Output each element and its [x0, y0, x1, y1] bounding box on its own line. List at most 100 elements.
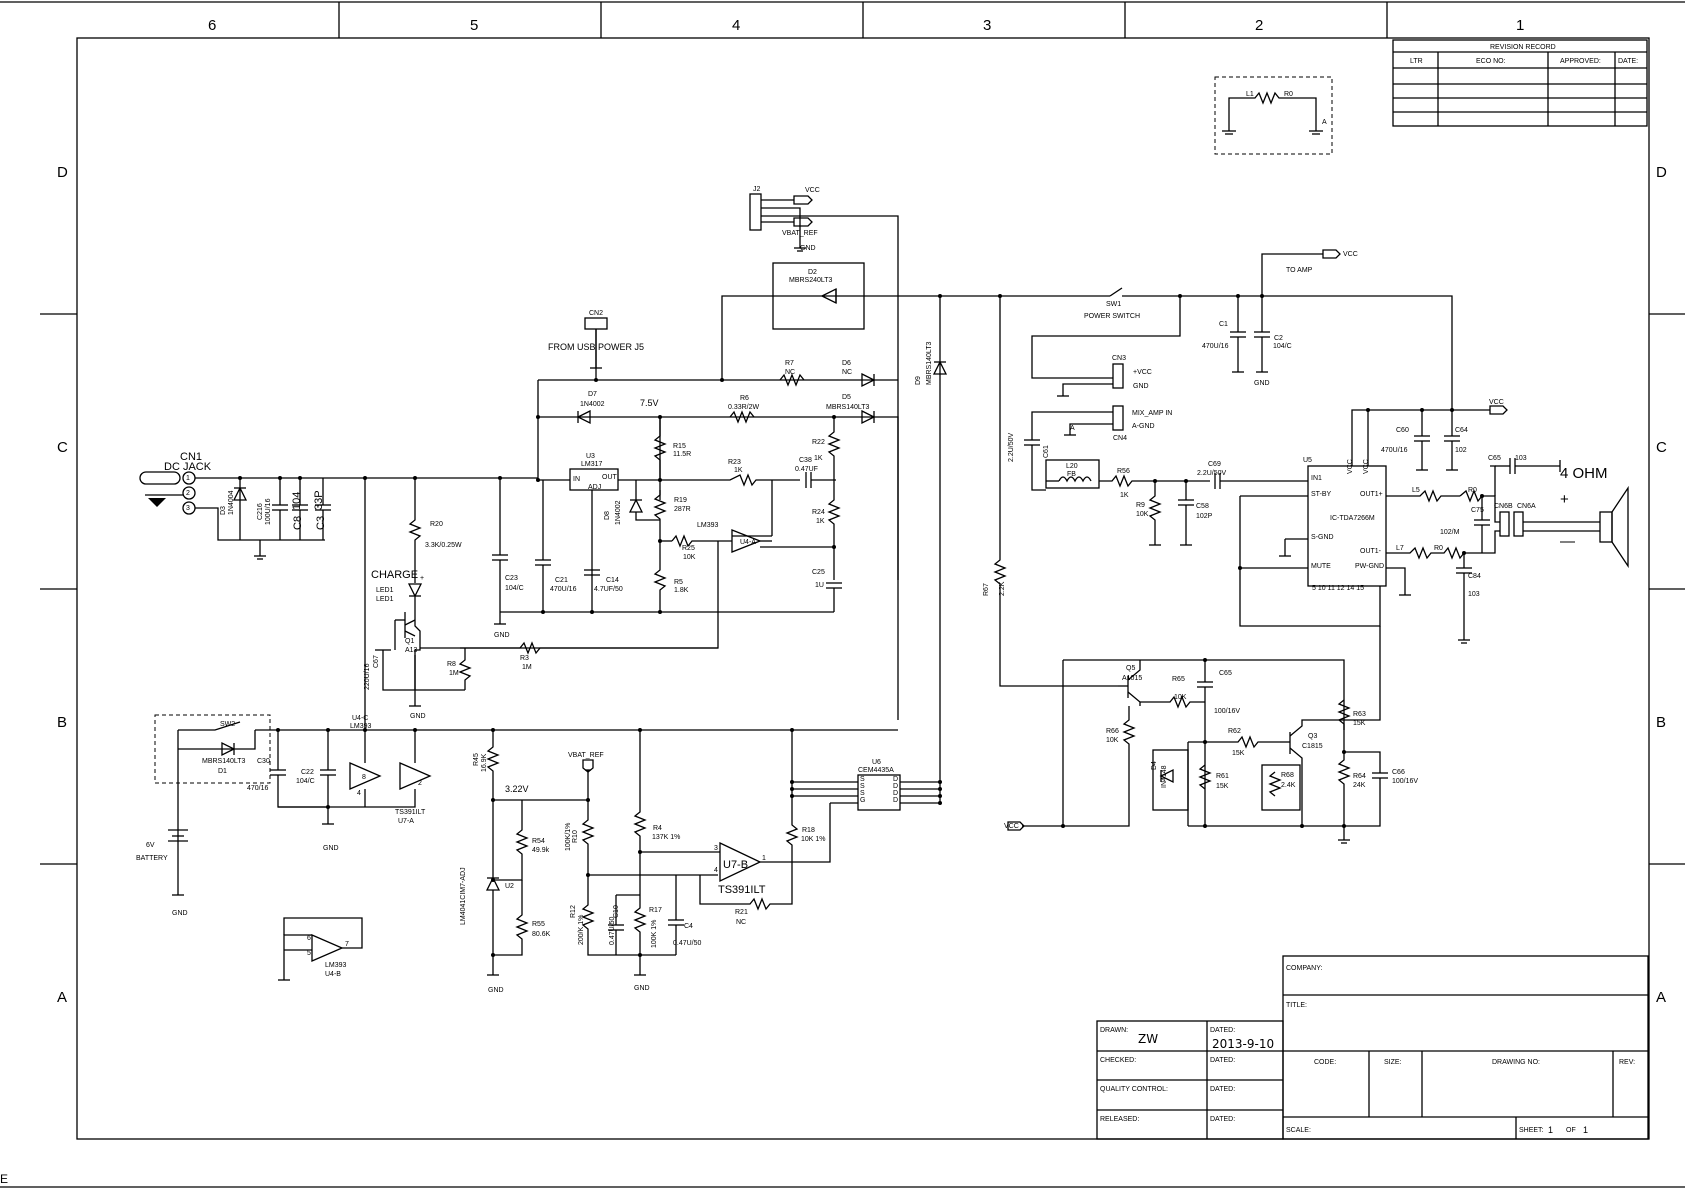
- d5-label: D5: [842, 394, 851, 401]
- v75-label: 7.5V: [640, 398, 659, 408]
- c23-value: 104/C: [505, 585, 524, 592]
- speaker-impedance: 4 OHM: [1560, 465, 1608, 482]
- c69-value: 2.2U/50V: [1197, 470, 1227, 477]
- gnd-c1c2: GND: [1254, 380, 1270, 387]
- r7-value: NC: [785, 369, 795, 376]
- c1-value: 470U/16: [1202, 343, 1229, 350]
- u6-pin-s2: S: [860, 783, 865, 790]
- drawn-value: ZW: [1138, 1032, 1158, 1046]
- c1-label: C1: [1219, 321, 1228, 328]
- c75-label: C75: [1471, 507, 1484, 514]
- u5-label: U5: [1303, 457, 1312, 464]
- l1-r0-block: L1 R0 A: [1214, 76, 1333, 155]
- vbat-ref-label: VBAT_REF: [568, 752, 604, 759]
- cn1-pin2: 2: [186, 490, 190, 497]
- c84-label: C84: [1468, 573, 1481, 580]
- r24-value: 1K: [816, 518, 825, 525]
- title-block: COMPANY: TITLE: CODE: SIZE: DRAWING NO: …: [1096, 955, 1649, 1140]
- r9-value: 10K: [1136, 511, 1149, 518]
- u6-label: U6: [872, 759, 881, 766]
- row-markers: D C B A D C B A E: [0, 164, 1667, 1186]
- sheet-label: SHEET:: [1519, 1127, 1544, 1134]
- r15-label: R15: [673, 443, 686, 450]
- r65-label: R65: [1172, 676, 1185, 683]
- r55-label: R55: [532, 921, 545, 928]
- c66-label: C66: [1392, 769, 1405, 776]
- u6-pin-s3: S: [860, 790, 865, 797]
- u6-pin-d4: D: [893, 797, 898, 804]
- dc-jack-label: DC JACK: [164, 461, 212, 473]
- battery-switch-section: SW2 MBRS140LT3 D1 6V BATTERY GND C30 470…: [136, 714, 898, 917]
- u7b-pin4: 4: [714, 867, 718, 874]
- dated-label-1: DATED:: [1210, 1027, 1235, 1034]
- column-5: 5: [470, 17, 478, 34]
- c38-value: 0.47UF: [795, 466, 818, 473]
- cn4-label: CN4: [1113, 435, 1127, 442]
- c8-label: C8: [292, 516, 304, 530]
- u4b-label: U4-B: [325, 971, 341, 978]
- d3-label: D3: [220, 506, 227, 515]
- company-label: COMPANY:: [1286, 965, 1322, 972]
- c66-value: 100/16V: [1392, 778, 1418, 785]
- cn6a-label: CN6A: [1517, 503, 1536, 510]
- r68-value: 2.4K: [1281, 782, 1296, 789]
- d7-value: 1N4002: [580, 401, 605, 408]
- led1-label: LED1: [376, 587, 394, 594]
- u6-pin-g: G: [860, 797, 865, 804]
- c64-label: C64: [1455, 427, 1468, 434]
- cn1-pin3: 3: [186, 505, 190, 512]
- r54-label: R54: [532, 838, 545, 845]
- r61-value: 15K: [1216, 783, 1229, 790]
- r22-label: R22: [812, 439, 825, 446]
- d4-label: D4: [1151, 761, 1158, 770]
- vcc-flag-j2: VCC: [805, 187, 820, 194]
- cn4-pin-agnd: A-GND: [1132, 423, 1155, 430]
- c21-label: C21: [555, 577, 568, 584]
- row-c-right: C: [1656, 439, 1667, 456]
- dated-label-4: DATED:: [1210, 1116, 1235, 1123]
- r5-value: 1.8K: [674, 587, 689, 594]
- r15-value: 11.5R: [673, 451, 691, 458]
- d8-value: 1N4002: [615, 500, 622, 525]
- d4-value: IN4148: [1161, 765, 1168, 788]
- c25-value: 1U: [815, 582, 824, 589]
- gnd-battery: GND: [172, 910, 188, 917]
- r17-value: 100K 1%: [651, 920, 658, 948]
- rev-label: REV:: [1619, 1059, 1635, 1066]
- u4b-pin6: 6: [307, 935, 311, 942]
- a-label: A: [1322, 119, 1327, 126]
- u3-pin-adj: ADJ: [588, 484, 601, 491]
- r10-value: 100K/1%: [565, 823, 572, 851]
- r23-value: 1K: [734, 467, 743, 474]
- q5-value: A1015: [1122, 675, 1142, 682]
- u4c-pin4: 4: [357, 790, 361, 797]
- mute-control-circuit: R67 2.2K VCC Q5 A1015 R65 10K R66 10K C6…: [983, 296, 1418, 844]
- r67-value: 2.2K: [999, 581, 1006, 596]
- v322-label: 3.22V: [505, 784, 529, 794]
- u6-value: CEM4435A: [858, 767, 894, 774]
- cn2-label: CN2: [589, 310, 603, 317]
- u2-value: LM4041CIM7-ADJ: [460, 867, 467, 925]
- battery-label: BATTERY: [136, 855, 168, 862]
- r67-label: R67: [983, 583, 990, 596]
- r64-value: 24K: [1353, 782, 1366, 789]
- drawing-no-label: DRAWING NO:: [1492, 1059, 1540, 1066]
- r61-label: R61: [1216, 773, 1229, 780]
- r66-label: R66: [1106, 728, 1119, 735]
- r63-label: R63: [1353, 711, 1366, 718]
- column-4: 4: [732, 17, 740, 34]
- r25-value: 10K: [683, 554, 696, 561]
- u3-pin-in: IN: [573, 476, 580, 483]
- gnd-u2: GND: [488, 987, 504, 994]
- d1-value: MBRS140LT3: [202, 758, 246, 765]
- r5-label: R5: [674, 579, 683, 586]
- r62-value: 15K: [1232, 750, 1245, 757]
- u7b-pin1: 1: [762, 855, 766, 862]
- r56-label: R56: [1117, 468, 1130, 475]
- u5-pin-out1m: OUT1-: [1360, 548, 1382, 555]
- r54-value: 49.9k: [532, 847, 550, 854]
- battery-sense-circuit: R45 16.9K 3.22V VBAT_REF R54 49.9k U2 LM…: [460, 728, 826, 994]
- c2-value: 104/C: [1273, 343, 1292, 350]
- r55-value: 80.6K: [532, 931, 551, 938]
